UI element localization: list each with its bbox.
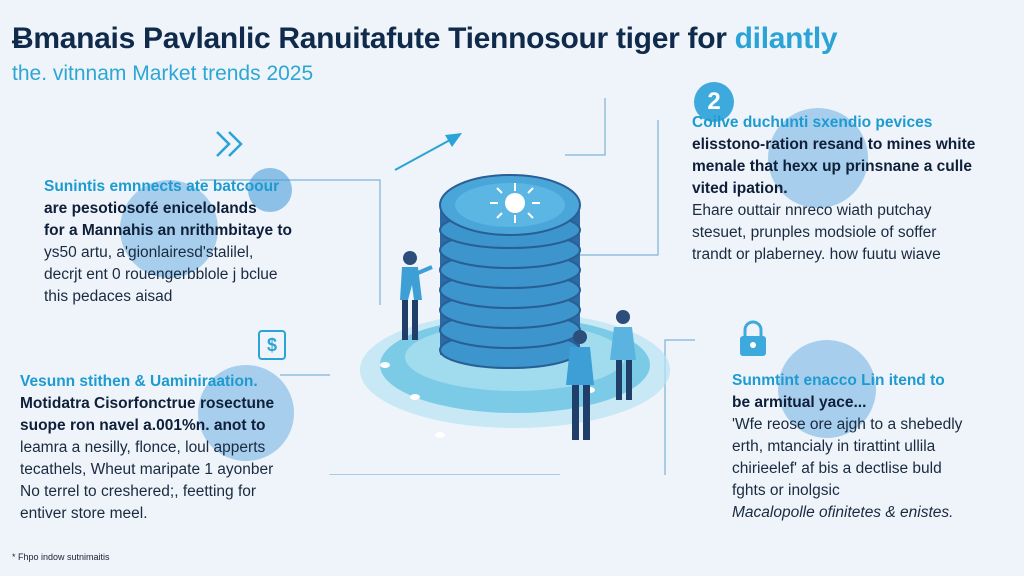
title-accent: dilantly: [734, 22, 838, 55]
highlight-circle: [248, 168, 292, 212]
dollar-icon: $: [258, 330, 286, 360]
text-line: erth, mtancialy in tirattint ullila: [732, 438, 936, 455]
text-line: vited ipation.: [692, 180, 788, 197]
text-line: suope ron navel a.001%n. anot to: [20, 417, 266, 434]
highlight-circle: [778, 340, 876, 438]
text-line: this pedaces aisad: [44, 288, 173, 305]
title-main: Ƀmanais Pavlanlic Ranuitafute Tiennosour…: [12, 22, 727, 55]
text-line: ys50 artu, a'gionlairesd'stalilel,: [44, 244, 254, 261]
text-line: menale that hexx up prinsnane a culle: [692, 158, 972, 175]
central-illustration: [200, 98, 695, 475]
text-line: leamra a nesilly, flonce, loul apperts: [20, 439, 266, 456]
text-line: Macalopolle ofinitetes & enistes.: [732, 504, 954, 521]
highlight-circle: [120, 180, 218, 278]
text-line: No terrel to creshered;, feetting for: [20, 483, 257, 500]
text-line: are pesotiosofé enicelolands: [44, 200, 257, 217]
database-stack-icon: [439, 174, 581, 369]
person-right: [610, 310, 636, 400]
highlight-circle: [768, 108, 868, 208]
text-line: fghts or inolgsic: [732, 482, 840, 499]
text-line: Coilve duchunti sxendio pevices: [692, 114, 933, 131]
text-line: decrjt ent 0 rouengerbblole j bclue: [44, 266, 278, 283]
step-badge: 2: [694, 82, 734, 122]
right-bottom-block: Sunmtint enacco Lin itend to be armitual…: [732, 370, 962, 524]
text-line: Ehare outtair nnreco wiath putchay: [692, 202, 932, 219]
text-line: be armitual yace...: [732, 394, 867, 411]
text-line: entiver store meel.: [20, 505, 148, 522]
highlight-circle: [198, 365, 294, 461]
person-center: [566, 330, 594, 440]
text-line: Sunintis emnnects ate batcoour: [44, 178, 280, 195]
footnote: * Fhpo indow sutnimaitis: [12, 552, 110, 562]
text-line: tecathels, Wheut maripate 1 ayonber: [20, 461, 274, 478]
arrow-up-right-icon: [394, 133, 462, 171]
left-top-block: Sunintis emnnects ate batcoour are pesot…: [44, 176, 292, 308]
text-line: for a Mannahis an nrithmbitaye to: [44, 222, 293, 239]
lock-icon: [740, 320, 766, 356]
text-line: elisstono-ration resand to mines white: [692, 136, 976, 153]
text-line: stesuet, prunples modsiole of soffer: [692, 224, 937, 241]
text-line: Vesunn stithen & Uaminiraation.: [20, 373, 258, 390]
double-chevron-right-icon: [216, 131, 243, 157]
left-bottom-block: Vesunn stithen & Uaminiraation. Motidatr…: [20, 371, 274, 525]
text-line: Sunmtint enacco Lin itend to: [732, 372, 945, 389]
page-title: Ƀmanais Pavlanlic Ranuitafute Tiennosour…: [12, 22, 838, 56]
text-line: Motidatra Cisorfonctrue rosectune: [20, 395, 275, 412]
text-line: trandt or plaberney. how fuutu wiave: [692, 246, 941, 263]
person-left: [400, 251, 433, 340]
text-line: 'Wfe reose ore ajgh to a shebedly: [732, 416, 963, 433]
text-line: chirieelef' af bis a dectlise buld: [732, 460, 942, 477]
page-subtitle: the. vitnnam Market trends 2025: [12, 62, 314, 85]
right-top-block: Coilve duchunti sxendio pevices elisston…: [692, 112, 975, 266]
